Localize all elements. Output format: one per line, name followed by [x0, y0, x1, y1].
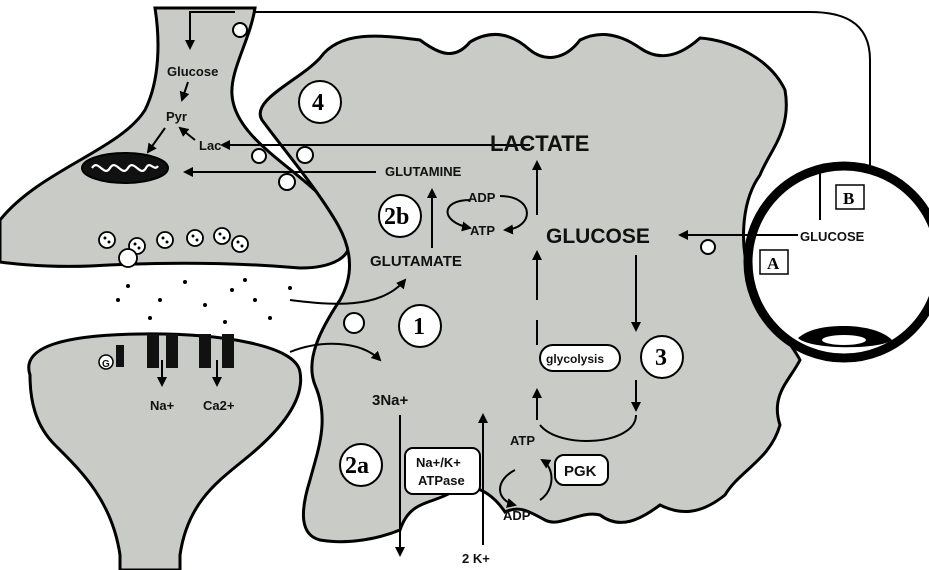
pgk-label: PGK — [564, 463, 597, 480]
pyruvate-label: Pyr — [166, 109, 187, 124]
three-sodium-label: 3Na+ — [372, 392, 409, 409]
na-k-atpase-label-2: ATPase — [418, 473, 465, 488]
postsynaptic-spine — [29, 334, 301, 570]
step-3-label: 3 — [655, 345, 667, 371]
step-2a-marker: 2a — [340, 444, 382, 486]
calcium-postsynaptic-label: Ca2+ — [203, 398, 235, 413]
glucose-vessel-label: GLUCOSE — [800, 229, 865, 244]
step-4-marker: 4 — [299, 81, 341, 123]
step-3-marker: 3 — [641, 336, 683, 378]
atp-bottom-label: ATP — [510, 433, 535, 448]
na-k-atpase-label-1: Na+/K+ — [416, 455, 461, 470]
step-4-label: 4 — [312, 90, 324, 116]
glucose-astrocyte-label: GLUCOSE — [546, 225, 650, 248]
mitochondrion-icon — [82, 153, 168, 183]
step-1-label: 1 — [413, 314, 425, 340]
atp-top-label: ATP — [470, 223, 495, 238]
box-b: B — [836, 185, 864, 209]
two-potassium-label: 2 K+ — [462, 551, 490, 566]
step-2a-label: 2a — [345, 453, 369, 479]
g-protein-label: G — [102, 359, 110, 370]
step-2b-label: 2b — [384, 204, 409, 230]
lactate-label: LACTATE — [490, 131, 589, 156]
glycolysis-box: glycolysis — [540, 345, 620, 371]
glutamate-label: GLUTAMATE — [370, 253, 462, 270]
glycolysis-label: glycolysis — [546, 352, 604, 366]
box-a-label: A — [767, 254, 780, 273]
step-1-marker: 1 — [399, 305, 441, 347]
glutamine-label: GLUTAMINE — [385, 164, 462, 179]
glutamate-release-dots — [116, 278, 292, 324]
sodium-postsynaptic-label: Na+ — [150, 398, 175, 413]
adp-top-label: ADP — [468, 190, 496, 205]
step-2b-marker: 2b — [379, 195, 421, 237]
adp-bottom-label: ADP — [503, 508, 531, 523]
pgk-box: PGK — [555, 455, 608, 485]
na-k-atpase-box: Na+/K+ ATPase — [405, 448, 480, 494]
g-protein-receptor: G — [99, 355, 113, 370]
neuron-glucose-label: Glucose — [167, 64, 218, 79]
box-a: A — [760, 250, 788, 274]
box-b-label: B — [843, 189, 854, 208]
lactate-neuron-label: Lac — [199, 138, 221, 153]
